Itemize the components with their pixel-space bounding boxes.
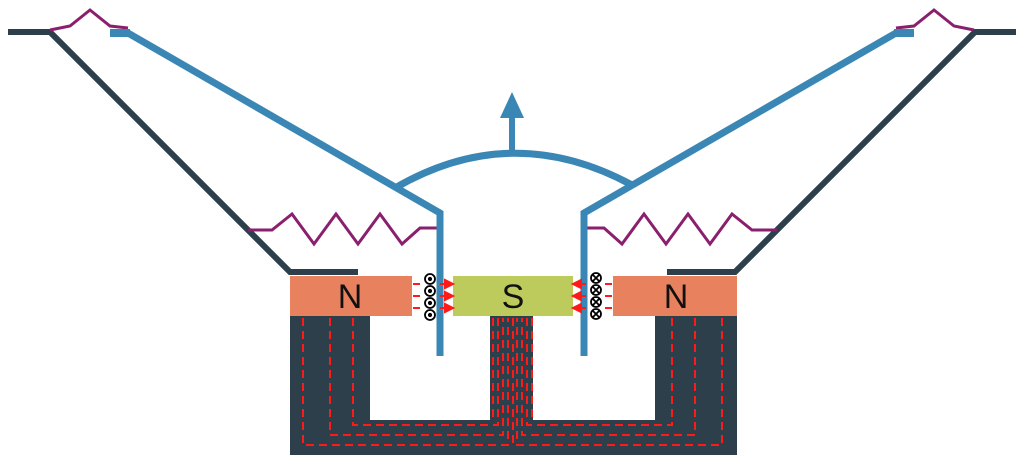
right-frame <box>667 29 1016 275</box>
left-frame <box>8 29 358 275</box>
right-magnet <box>613 276 737 316</box>
right-magnet-label: N <box>664 278 689 316</box>
gap-field-arrows <box>413 278 612 314</box>
left-magnet <box>290 276 412 316</box>
dust-cap <box>393 149 634 192</box>
motion-arrow-icon <box>500 92 524 152</box>
left-surround <box>49 8 129 32</box>
right-spider <box>587 211 777 247</box>
right-coil-current-in-icon <box>590 272 602 320</box>
left-magnet-label: N <box>338 278 363 316</box>
right-surround <box>895 8 975 32</box>
left-spider <box>248 211 437 247</box>
pole-piece-label: S <box>502 278 525 316</box>
left-coil-current-out-icon <box>424 273 436 321</box>
pole-piece <box>453 276 573 316</box>
magnetic-field-lines <box>302 318 723 446</box>
